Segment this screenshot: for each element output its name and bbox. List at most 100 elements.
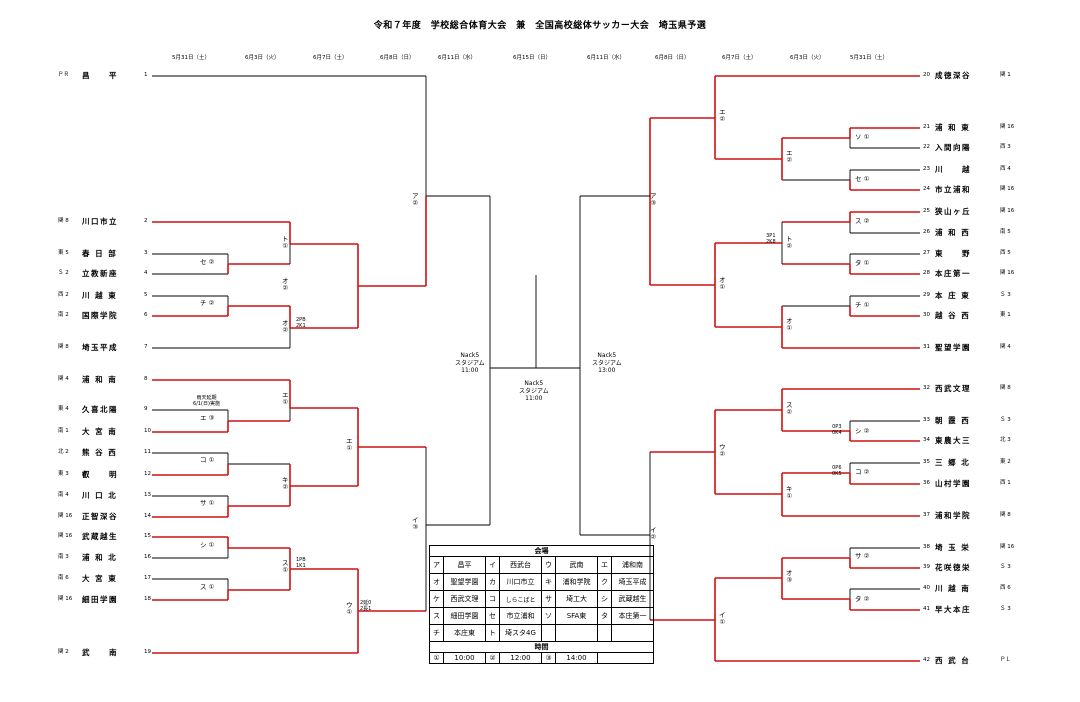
match-label: サ ① xyxy=(200,499,215,507)
match-label: コ ① xyxy=(200,456,215,464)
team-prelim-rank: Ｓ 2 xyxy=(58,270,69,276)
team-number: 42 xyxy=(923,657,930,663)
team-name: 朝 霞 西 xyxy=(935,416,971,425)
team-name: 浦和学院 xyxy=(935,511,971,520)
date-header: 6月3日（火） xyxy=(245,55,280,61)
venue-code: カ xyxy=(485,573,500,591)
time-value: 14:00 xyxy=(555,652,598,664)
team-prelim-rank: 南 5 xyxy=(1000,229,1011,235)
time-code: ② xyxy=(485,652,500,664)
match-label: オ ① xyxy=(786,317,793,333)
team-number: 16 xyxy=(144,554,151,560)
match-label: イ ③ xyxy=(412,516,419,532)
date-header: 6月3日（火） xyxy=(790,55,825,61)
team-prelim-rank: 西 4 xyxy=(1000,166,1011,172)
match-note: 雨天延期 6/1(日)実施 xyxy=(193,395,220,407)
venue-code: タ xyxy=(597,607,612,625)
time-value: 10:00 xyxy=(443,652,486,664)
venue-name: 本庄第一 xyxy=(611,607,654,625)
venue-code: サ xyxy=(541,590,556,608)
team-prelim-rank: 南 2 xyxy=(58,312,69,318)
team-number: 8 xyxy=(144,376,148,382)
team-number: 9 xyxy=(144,406,148,412)
match-label: セ ① xyxy=(855,175,870,183)
team-name: 本 庄 東 xyxy=(935,291,971,300)
team-name: 成徳深谷 xyxy=(935,71,971,80)
team-name: 正智深谷 xyxy=(82,512,118,521)
team-number: 20 xyxy=(923,72,930,78)
venue-name: 聖望学園 xyxy=(443,573,486,591)
team-prelim-rank: 西 3 xyxy=(1000,144,1011,150)
team-name: 春 日 部 xyxy=(82,249,118,258)
team-name: 熊 谷 西 xyxy=(82,448,118,457)
team-prelim-rank: 関 1 xyxy=(1000,72,1011,78)
venue-note: Nack5 スタジアム 11:00 xyxy=(519,380,549,402)
team-prelim-rank: 関 8 xyxy=(58,218,69,224)
venue-code: エ xyxy=(597,556,612,574)
team-name: 川口市立 xyxy=(82,217,118,226)
team-prelim-rank: 西 5 xyxy=(1000,250,1011,256)
match-label: セ ② xyxy=(200,258,215,266)
team-number: 30 xyxy=(923,312,930,318)
venue-name xyxy=(555,624,598,642)
date-header: 5月31日（土） xyxy=(172,55,210,61)
match-label: ス ② xyxy=(786,401,793,417)
team-name: 聖望学園 xyxy=(935,343,971,352)
team-number: 3 xyxy=(144,250,148,256)
team-name: 川 口 北 xyxy=(82,491,118,500)
venue-note: Nack5 スタジアム 13:00 xyxy=(592,352,622,374)
match-note: 3P1 2K8 xyxy=(766,233,776,245)
match-label: シ ② xyxy=(855,427,870,435)
match-label: ト ② xyxy=(786,235,793,251)
venue-code: シ xyxy=(597,590,612,608)
team-name: 西 武 台 xyxy=(935,656,971,665)
team-prelim-rank: 関 8 xyxy=(1000,385,1011,391)
team-name: 埼玉平成 xyxy=(82,343,118,352)
venue-code: チ xyxy=(429,624,444,642)
team-prelim-rank: Ｓ 3 xyxy=(1000,292,1011,298)
date-header: 6月11日（水） xyxy=(438,55,476,61)
team-number: 34 xyxy=(923,437,930,443)
team-number: 23 xyxy=(923,166,930,172)
date-header: 6月8日（日） xyxy=(655,55,690,61)
team-prelim-rank: 関 8 xyxy=(58,344,69,350)
team-prelim-rank: Ｓ 3 xyxy=(1000,564,1011,570)
team-prelim-rank: Ｓ 3 xyxy=(1000,606,1011,612)
venue-name: 市立浦和 xyxy=(499,607,542,625)
team-name: 花咲徳栄 xyxy=(935,563,971,572)
venue-code: イ xyxy=(485,556,500,574)
team-number: 19 xyxy=(144,649,151,655)
team-number: 11 xyxy=(144,449,151,455)
match-label: オ ③ xyxy=(786,569,793,585)
team-number: 12 xyxy=(144,471,151,477)
team-prelim-rank: 関 16 xyxy=(1000,270,1015,276)
team-number: 6 xyxy=(144,312,148,318)
venue-table-header: 会場 xyxy=(429,545,654,557)
team-prelim-rank: 西 2 xyxy=(58,292,69,298)
date-header: 6月7日（土） xyxy=(313,55,348,61)
match-label: エ ② xyxy=(786,149,793,165)
venue-name: SFA東 xyxy=(555,607,598,625)
team-name: 早大本庄 xyxy=(935,605,971,614)
venue-name: 浦和南 xyxy=(611,556,654,574)
match-label: チ ① xyxy=(855,301,870,309)
venue-name: 浦和学院 xyxy=(555,573,598,591)
venue-name: 昌平 xyxy=(443,556,486,574)
team-prelim-rank: 東 4 xyxy=(58,406,69,412)
venue-note: Nack5 スタジアム 11:00 xyxy=(455,352,485,374)
match-note: 2延0 2長1 xyxy=(360,600,372,612)
venue-code: ウ xyxy=(541,556,556,574)
venue-code: セ xyxy=(485,607,500,625)
team-name: 武 南 xyxy=(82,648,118,657)
team-number: 41 xyxy=(923,606,930,612)
team-name: 埼 玉 栄 xyxy=(935,543,971,552)
team-name: 西武文理 xyxy=(935,384,971,393)
team-number: 5 xyxy=(144,292,148,298)
match-label: ウ ② xyxy=(719,443,726,459)
team-prelim-rank: 南 1 xyxy=(58,428,69,434)
team-number: 37 xyxy=(923,512,930,518)
venue-code: キ xyxy=(541,573,556,591)
date-header: 6月15日（日） xyxy=(513,55,551,61)
team-prelim-rank: 関 16 xyxy=(1000,186,1015,192)
match-label: オ ② xyxy=(282,277,289,293)
